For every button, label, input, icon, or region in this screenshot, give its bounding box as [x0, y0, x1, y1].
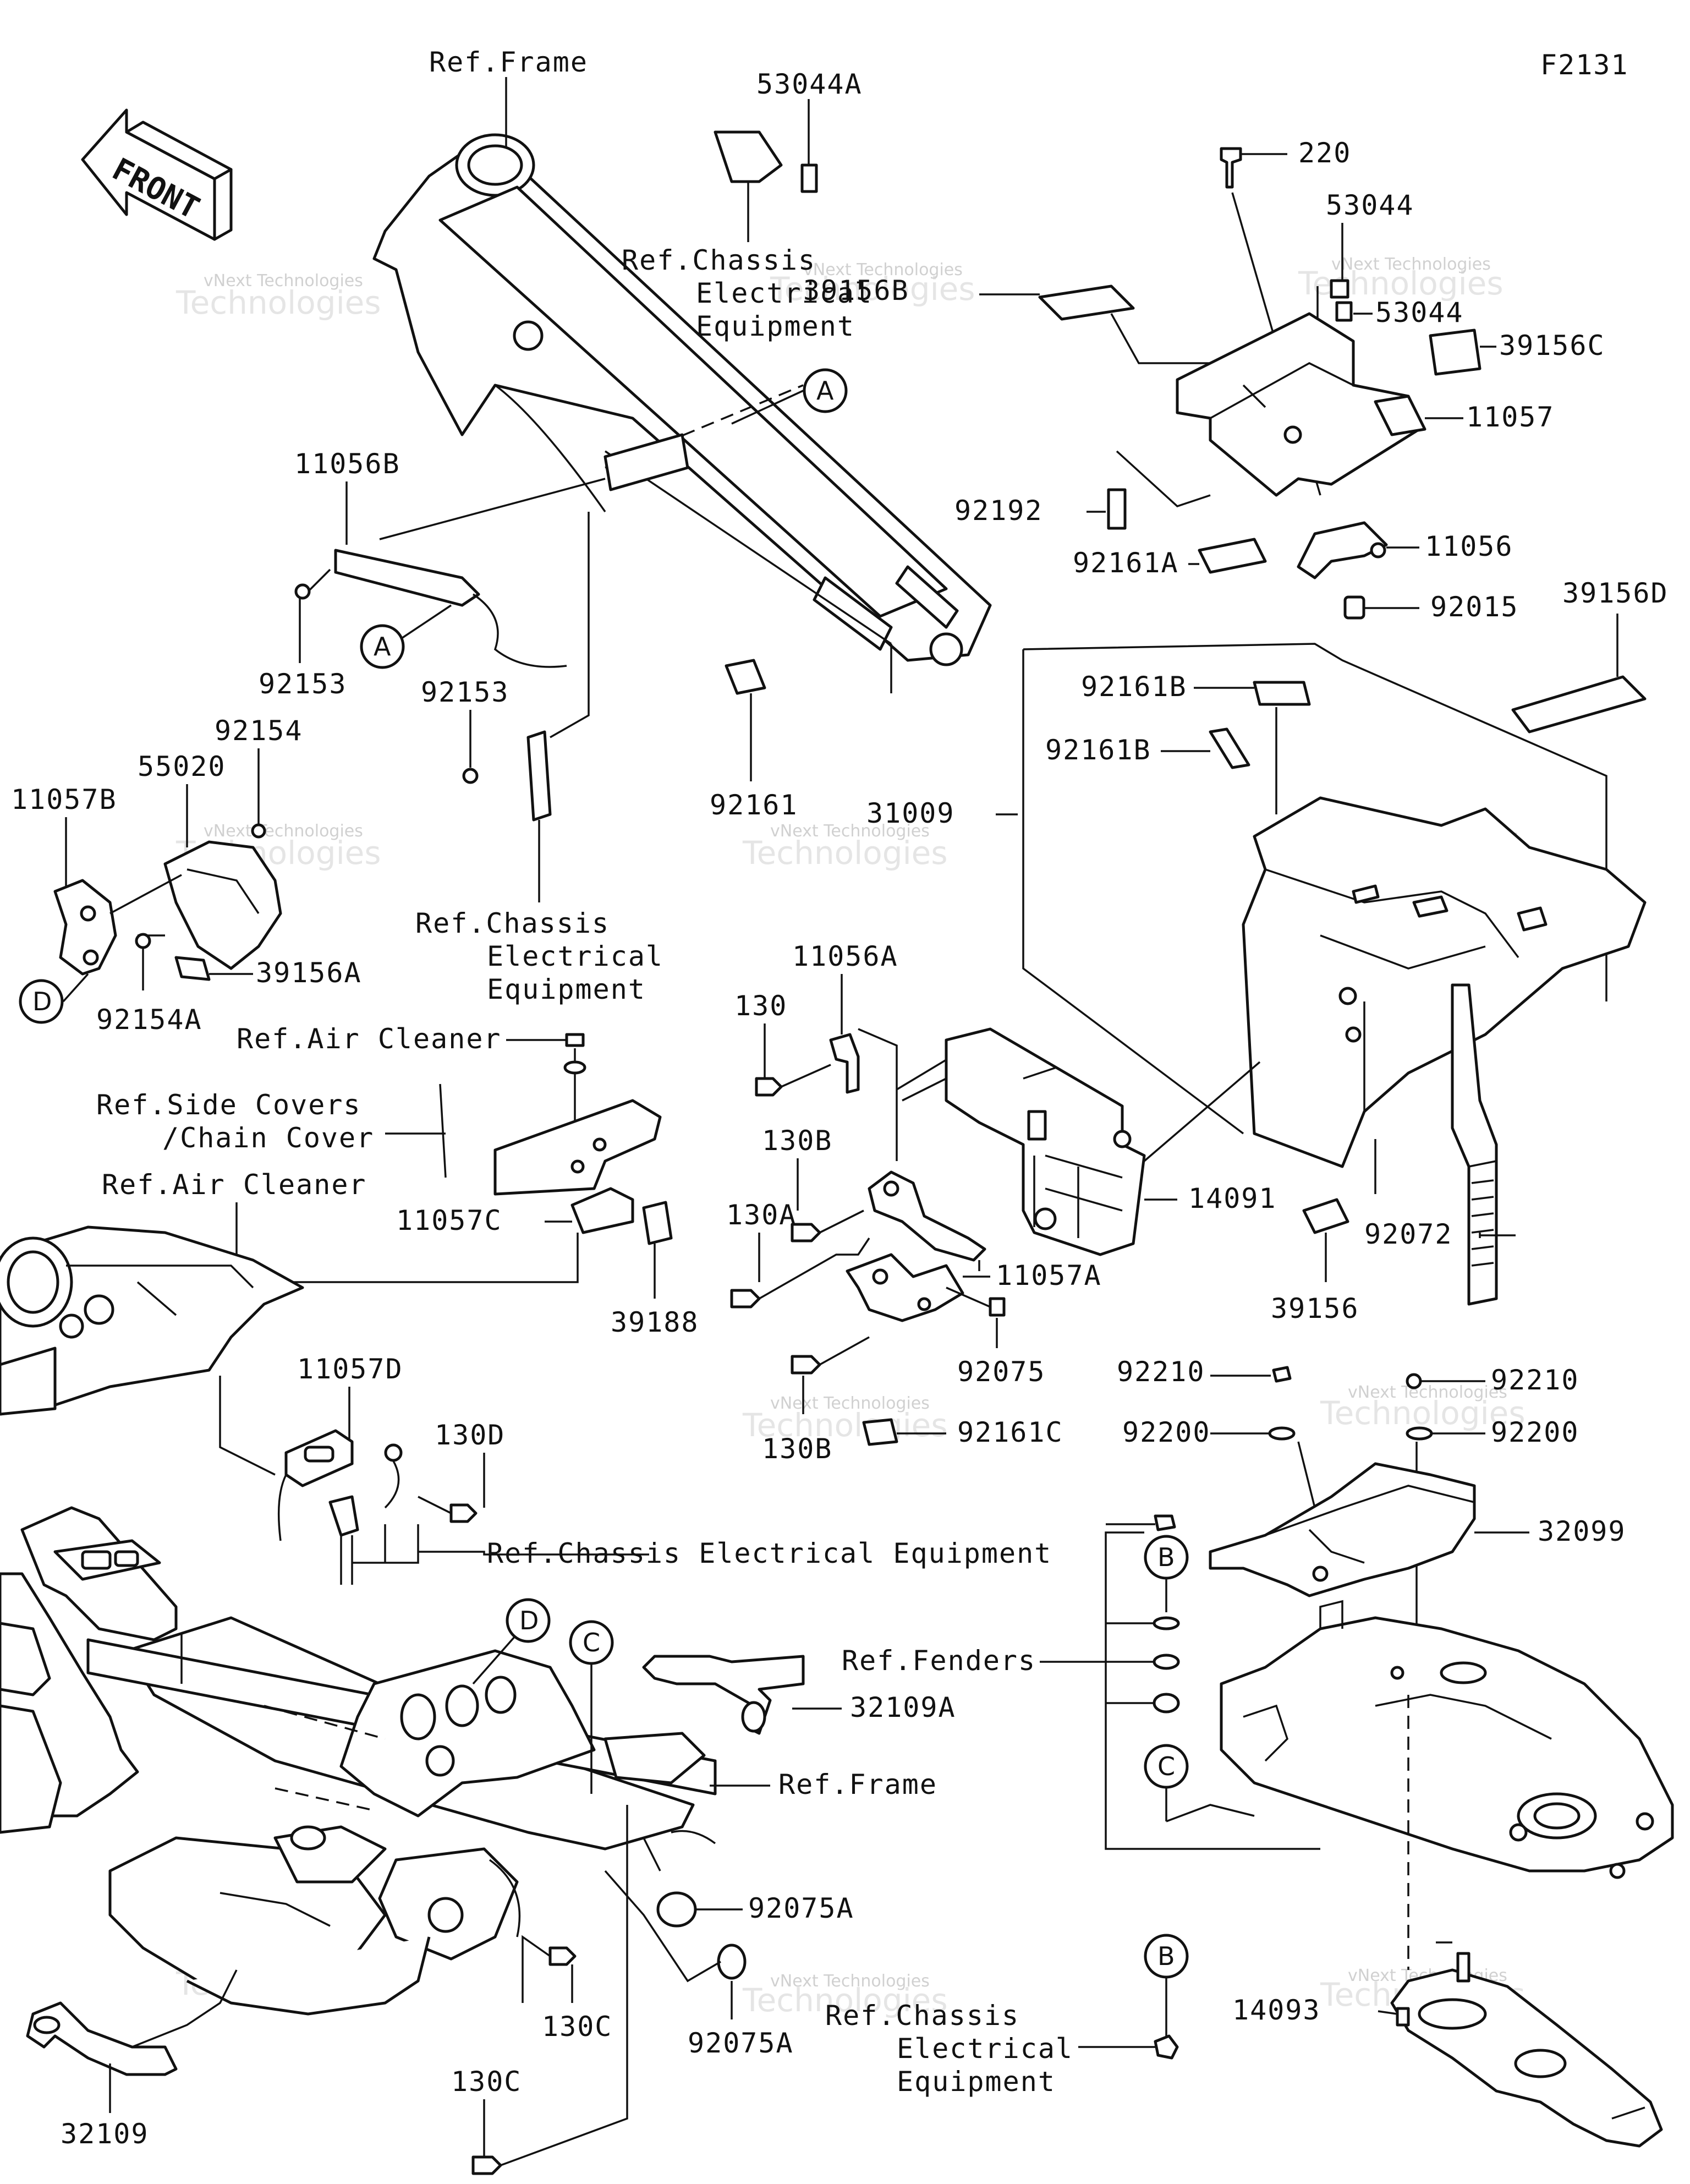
- label-ref-side-covers-a: Ref.Side Covers: [96, 1089, 361, 1121]
- watermarks: vNext Technologies Technologies vNext Te…: [175, 255, 1537, 2019]
- label-11057A: 11057A: [996, 1260, 1102, 1291]
- label-ref-chassis-2a: Ref.Chassis: [415, 907, 610, 939]
- watermark-text: Technologies: [742, 1982, 948, 2019]
- label-92075A-1: 92075A: [748, 1892, 854, 1924]
- front-arrow-icon: FRONT: [81, 108, 233, 241]
- watermark-text: vNext Technologies: [770, 822, 930, 841]
- watermark-text: vNext Technologies: [204, 271, 363, 291]
- label-32109A: 32109A: [850, 1692, 956, 1723]
- label-92154A: 92154A: [96, 1004, 202, 1036]
- label-11057B: 11057B: [11, 784, 117, 815]
- watermark-text: vNext Technologies: [803, 260, 963, 280]
- watermark-text: vNext Technologies: [770, 1972, 930, 1991]
- label-ref-chassis-1b: Electrical: [696, 277, 873, 309]
- watermark-text: vNext Technologies: [204, 822, 363, 841]
- label-130B-2: 130B: [762, 1433, 832, 1465]
- label-39156C: 39156C: [1499, 330, 1605, 362]
- label-11056: 11056: [1425, 530, 1513, 562]
- label-39156B: 39156B: [803, 275, 909, 306]
- label-92200-1: 92200: [1122, 1416, 1211, 1448]
- label-32109: 32109: [61, 2118, 149, 2150]
- label-ref-fenders: Ref.Fenders: [842, 1645, 1036, 1677]
- label-92075A-2: 92075A: [688, 2027, 794, 2059]
- label-92210-1: 92210: [1117, 1356, 1205, 1388]
- label-92210-2: 92210: [1491, 1364, 1579, 1396]
- callout-d-left: D: [32, 987, 52, 1016]
- watermark-text: Technologies: [742, 834, 948, 872]
- label-39156: 39156: [1271, 1293, 1359, 1324]
- label-14093: 14093: [1232, 1994, 1321, 2026]
- label-11056A: 11056A: [792, 940, 898, 972]
- label-31009: 31009: [866, 797, 955, 829]
- watermark-text: vNext Technologies: [1348, 1383, 1507, 1402]
- label-ref-chassis-1c: Equipment: [696, 310, 855, 342]
- callout-b-fender: B: [1157, 1542, 1175, 1572]
- label-92161B-1: 92161B: [1081, 671, 1187, 703]
- label-11057C: 11057C: [396, 1205, 502, 1236]
- callout-c-fender: C: [1157, 1751, 1175, 1781]
- label-55020: 55020: [138, 751, 226, 782]
- callout-a: A: [816, 376, 834, 406]
- label-ref-air-cleaner-1: Ref.Air Cleaner: [237, 1023, 502, 1055]
- label-92153-2: 92153: [421, 676, 509, 708]
- label-11057D: 11057D: [297, 1353, 403, 1385]
- label-53044A: 53044A: [756, 68, 863, 100]
- label-92161B-2: 92161B: [1045, 734, 1151, 766]
- label-39156A: 39156A: [256, 957, 362, 989]
- watermark-text: Technologies: [770, 270, 975, 308]
- label-11057: 11057: [1466, 401, 1555, 433]
- label-ref-chassis-4c: Equipment: [897, 2066, 1056, 2098]
- label-ref-side-covers-b: /Chain Cover: [162, 1122, 374, 1154]
- label-92154: 92154: [215, 715, 303, 747]
- label-92075: 92075: [957, 1356, 1046, 1388]
- label-ref-air-cleaner-2: Ref.Air Cleaner: [102, 1169, 367, 1201]
- label-92072: 92072: [1364, 1218, 1453, 1250]
- label-32099: 32099: [1538, 1515, 1626, 1547]
- label-92153-1: 92153: [259, 668, 347, 700]
- watermark-text: vNext Technologies: [1331, 255, 1491, 274]
- main-frame-lower: [0, 1506, 717, 2016]
- callout-b-bottom: B: [1157, 1941, 1175, 1971]
- label-ref-frame-top: Ref.Frame: [429, 46, 588, 78]
- label-53044-2: 53044: [1375, 297, 1464, 329]
- label-39156D: 39156D: [1562, 577, 1669, 609]
- label-ref-chassis-4b: Electrical: [897, 2033, 1073, 2065]
- label-ref-chassis-3: Ref.Chassis Electrical Equipment: [487, 1537, 1052, 1569]
- label-92161A: 92161A: [1073, 547, 1179, 579]
- label-ref-frame-mid: Ref.Frame: [778, 1769, 937, 1800]
- label-220: 220: [1298, 137, 1351, 169]
- label-130C-2: 130C: [451, 2066, 522, 2098]
- watermark-text: Technologies: [1320, 1394, 1526, 1432]
- label-ref-chassis-1a: Ref.Chassis: [622, 244, 816, 276]
- callout-c-frame: C: [583, 1628, 600, 1657]
- figure-code: F2131: [1540, 49, 1629, 81]
- air-cleaner-box: [0, 1225, 304, 1416]
- label-ref-chassis-2c: Equipment: [487, 973, 646, 1005]
- label-39188: 39188: [611, 1306, 699, 1338]
- callout-a-left: A: [374, 632, 391, 661]
- label-14091: 14091: [1188, 1183, 1277, 1214]
- label-92192: 92192: [954, 495, 1043, 527]
- label-130A: 130A: [726, 1199, 797, 1231]
- main-frame-top: [372, 133, 992, 693]
- callout-d-frame: D: [519, 1606, 539, 1635]
- label-92161: 92161: [710, 789, 798, 821]
- label-11056B: 11056B: [294, 448, 400, 480]
- label-ref-chassis-2b: Electrical: [487, 940, 663, 972]
- label-92015: 92015: [1430, 591, 1519, 623]
- watermark-text: vNext Technologies: [770, 1394, 930, 1413]
- label-130C-1: 130C: [542, 2011, 612, 2043]
- label-130D: 130D: [435, 1419, 505, 1451]
- label-53044-1: 53044: [1326, 189, 1414, 221]
- label-ref-chassis-4a: Ref.Chassis: [825, 2000, 1019, 2032]
- watermark-text: Technologies: [175, 284, 381, 321]
- label-92161C: 92161C: [957, 1416, 1063, 1448]
- label-130: 130: [734, 990, 787, 1022]
- label-92200-2: 92200: [1491, 1416, 1579, 1448]
- watermark-text: Technologies: [742, 1406, 948, 1444]
- label-130B-1: 130B: [762, 1125, 832, 1157]
